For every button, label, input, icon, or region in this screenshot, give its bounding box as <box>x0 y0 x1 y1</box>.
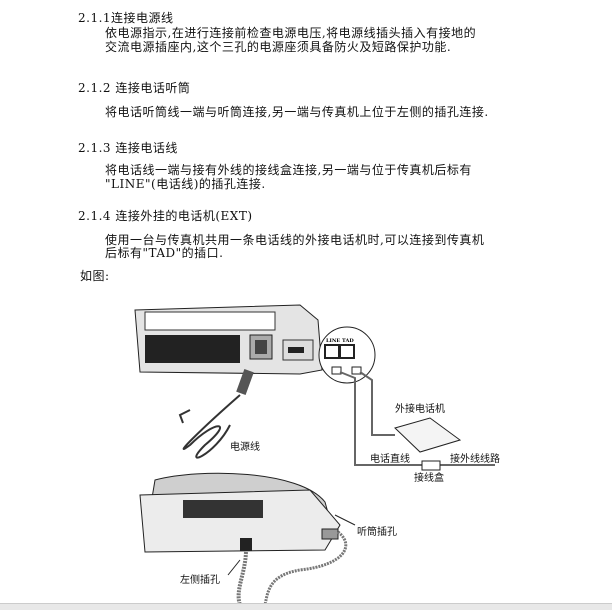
paragraph-line: 依电源指示,在进行连接前检查电源电压,将电源线插头插入有接地的 <box>105 26 477 40</box>
section-heading: 2.1.1连接电源线 <box>78 11 174 25</box>
paragraph-line: 将电话线一端与接有外线的接线盒连接,另一端与位于传真机后标有 <box>105 163 472 177</box>
label-external-phone: 外接电话机 <box>395 402 445 415</box>
label-phone-line: 电话直线 <box>370 452 410 465</box>
telephone-base <box>139 472 356 606</box>
label-junction-box: 接线盒 <box>414 471 444 484</box>
external-phone <box>394 417 462 453</box>
port-closeup: LINE TAD <box>318 326 376 384</box>
section-heading: 2.1.4 连接外挂的电话机(EXT) <box>78 209 253 223</box>
paragraph-line: 将电话听筒线一端与听筒连接,另一端与传真机上位于左侧的插孔连接. <box>105 105 489 119</box>
port-label-line: LINE <box>326 338 340 344</box>
label-power-cord: 电源线 <box>230 440 260 453</box>
page-bottom-edge <box>0 603 612 610</box>
port-label-tad: TAD <box>342 338 354 344</box>
paragraph-line: 使用一台与传真机共用一条电话线的外接电话机时,可以连接到传真机 <box>105 233 485 247</box>
section-heading: 2.1.2 连接电话听筒 <box>78 81 191 95</box>
fax-machine <box>134 304 323 375</box>
label-handset-jack: 听筒插孔 <box>357 525 397 538</box>
label-left-jack: 左侧插孔 <box>180 573 220 586</box>
label-outside-line: 接外线线路 <box>450 452 500 465</box>
paragraph-line: 交流电源插座内,这个三孔的电源座须具备防火及短路保护功能. <box>105 40 452 54</box>
junction-box <box>421 460 441 471</box>
paragraph-line: "LINE"(电话线)的插孔连接. <box>105 177 266 191</box>
paragraph-line: 后标有"TAD"的插口. <box>105 246 224 260</box>
power-cord <box>178 369 254 459</box>
section-heading: 2.1.3 连接电话线 <box>78 141 178 155</box>
figure-intro: 如图: <box>80 269 110 283</box>
